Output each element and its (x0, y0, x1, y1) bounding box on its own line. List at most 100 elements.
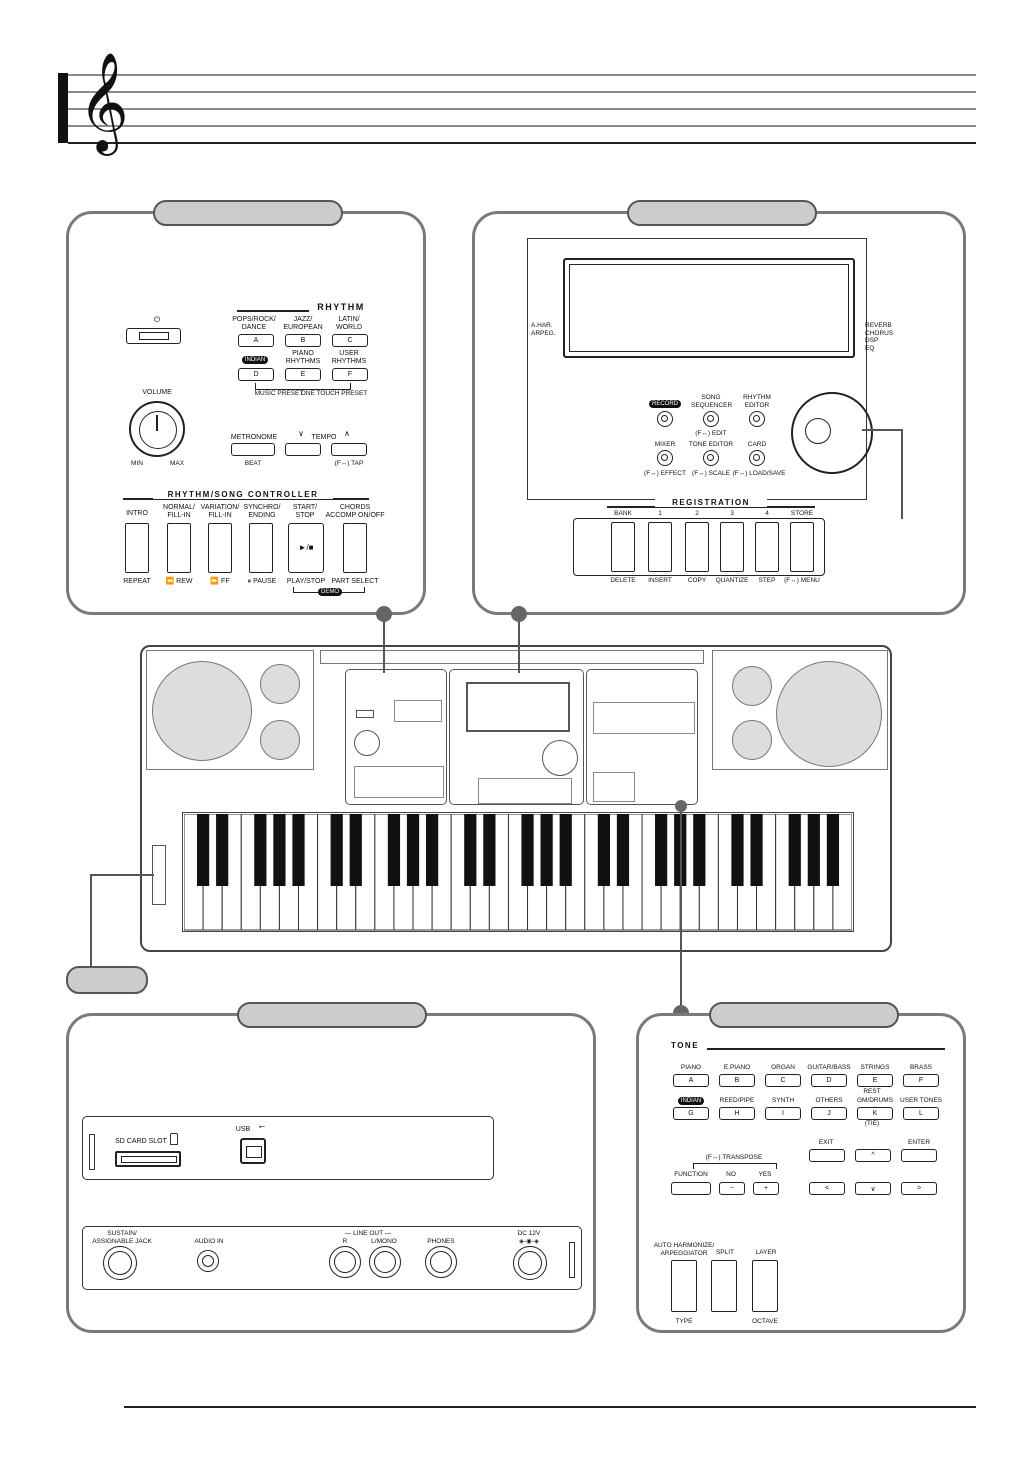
black-key (330, 814, 343, 886)
auto-harmonize-button[interactable] (671, 1260, 697, 1312)
connector-display (518, 621, 520, 673)
registration-top-label: 1 (658, 510, 662, 517)
keyboard-body (140, 645, 892, 952)
dc-12v-jack[interactable] (513, 1246, 547, 1280)
record-button[interactable] (657, 411, 673, 427)
tone-button[interactable]: I (765, 1107, 801, 1120)
usb-port[interactable] (240, 1138, 266, 1164)
exit-button[interactable] (809, 1149, 845, 1162)
metronome-label: METRONOME (230, 434, 278, 441)
song-sequencer-button[interactable] (703, 411, 719, 427)
registration-button[interactable] (755, 522, 779, 572)
start-stop-button[interactable]: ►/■ (288, 523, 324, 573)
registration-button[interactable] (790, 522, 814, 572)
rhythm-button-a[interactable]: A (238, 334, 274, 347)
phones-jack[interactable] (425, 1246, 457, 1278)
tone-button[interactable]: L (903, 1107, 939, 1120)
cursor-right-button[interactable]: > (901, 1182, 937, 1195)
record-badge: RECORD (645, 400, 685, 408)
registration-button[interactable] (648, 522, 672, 572)
black-key (521, 814, 534, 886)
registration-button[interactable] (720, 522, 744, 572)
data-dial[interactable] (791, 392, 873, 474)
registration-button[interactable] (685, 522, 709, 572)
line-out-r-jack[interactable] (329, 1246, 361, 1278)
tone-button[interactable]: A (673, 1074, 709, 1087)
line-out-l-jack[interactable] (369, 1246, 401, 1278)
dc-polarity-icon: ◈-◉-◈ (519, 1238, 539, 1245)
tone-header: TONE (663, 1041, 707, 1050)
variation-fill-in-button[interactable] (208, 523, 232, 573)
rhythm-button-c[interactable]: C (332, 334, 368, 347)
tone-button[interactable]: K (857, 1107, 893, 1120)
tone-button[interactable]: C (765, 1074, 801, 1087)
enter-button[interactable] (901, 1149, 937, 1162)
exit-label: EXIT (818, 1139, 834, 1146)
rhythm-label-e: PIANO RHYTHMS (285, 350, 321, 365)
ctrl-label-synchro: SYNCHRO/ ENDING (243, 504, 281, 519)
sustain-jack-label: SUSTAIN/ ASSIGNABLE JACK (92, 1230, 152, 1245)
rhythm-button-f[interactable]: F (332, 368, 368, 381)
tone-category-label: PIANO (680, 1064, 702, 1071)
metronome-button[interactable] (231, 443, 275, 456)
cursor-down-button[interactable]: ∨ (855, 1182, 891, 1195)
cursor-left-button[interactable]: < (809, 1182, 845, 1195)
yes-plus-button[interactable]: + (753, 1182, 779, 1195)
tone-category-label: ORGAN (771, 1064, 795, 1071)
mini-display-section (449, 669, 584, 805)
jack-frame (82, 1226, 582, 1290)
split-button[interactable] (711, 1260, 737, 1312)
tone-button[interactable]: E (857, 1074, 893, 1087)
connector-wheel-h (90, 874, 154, 876)
rhythm-button-d[interactable]: D (238, 368, 274, 381)
black-key (216, 814, 229, 886)
black-key (406, 814, 420, 886)
accomp-on-off-button[interactable] (343, 523, 367, 573)
intro-button[interactable] (125, 523, 149, 573)
rhythm-editor-button[interactable] (749, 411, 765, 427)
mixer-label: MIXER (654, 441, 676, 448)
tone-button[interactable]: G (673, 1107, 709, 1120)
power-icon: ⏻ (153, 315, 161, 324)
tone-button[interactable]: D (811, 1074, 847, 1087)
power-button[interactable] (126, 328, 181, 344)
black-key (254, 814, 267, 886)
black-key (693, 814, 706, 886)
tempo-down-button[interactable] (285, 443, 321, 456)
connector-dot-tone-top (675, 800, 687, 812)
function-button[interactable] (671, 1182, 711, 1195)
ctrl-label-normal: NORMAL/ FILL-IN (163, 504, 195, 519)
sd-card-slot[interactable] (115, 1151, 181, 1167)
no-minus-button[interactable]: − (719, 1182, 745, 1195)
normal-fill-in-button[interactable] (167, 523, 191, 573)
rhythm-header: RHYTHM (309, 302, 373, 312)
sustain-jack[interactable] (103, 1246, 137, 1280)
registration-button[interactable] (611, 522, 635, 572)
mixer-button[interactable] (657, 450, 673, 466)
rhythm-button-b[interactable]: B (285, 334, 321, 347)
black-key (292, 814, 305, 886)
transpose-bracket (693, 1163, 777, 1169)
synchro-ending-button[interactable] (249, 523, 273, 573)
tempo-up-button[interactable] (331, 443, 367, 456)
rhythm-button-e[interactable]: E (285, 368, 321, 381)
right-speaker-small-2 (732, 720, 772, 760)
mini-rhythm-section (345, 669, 447, 805)
left-speaker-small-2 (260, 720, 300, 760)
layer-button[interactable] (752, 1260, 778, 1312)
tone-button[interactable]: H (719, 1107, 755, 1120)
left-speaker-small-1 (260, 664, 300, 704)
audio-in-jack[interactable] (197, 1250, 219, 1272)
music-preset-label: MUSIC PRESET (254, 390, 304, 397)
tone-editor-button[interactable] (703, 450, 719, 466)
card-label: CARD (747, 441, 767, 448)
registration-frame (573, 518, 825, 576)
tone-button[interactable]: B (719, 1074, 755, 1087)
card-button[interactable] (749, 450, 765, 466)
registration-bottom-label: INSERT (648, 577, 672, 584)
cursor-up-button[interactable]: ^ (855, 1149, 891, 1162)
tempo-down-glyph: ∨ (298, 429, 304, 438)
tone-button[interactable]: F (903, 1074, 939, 1087)
tone-button[interactable]: J (811, 1107, 847, 1120)
volume-knob[interactable] (129, 401, 185, 457)
